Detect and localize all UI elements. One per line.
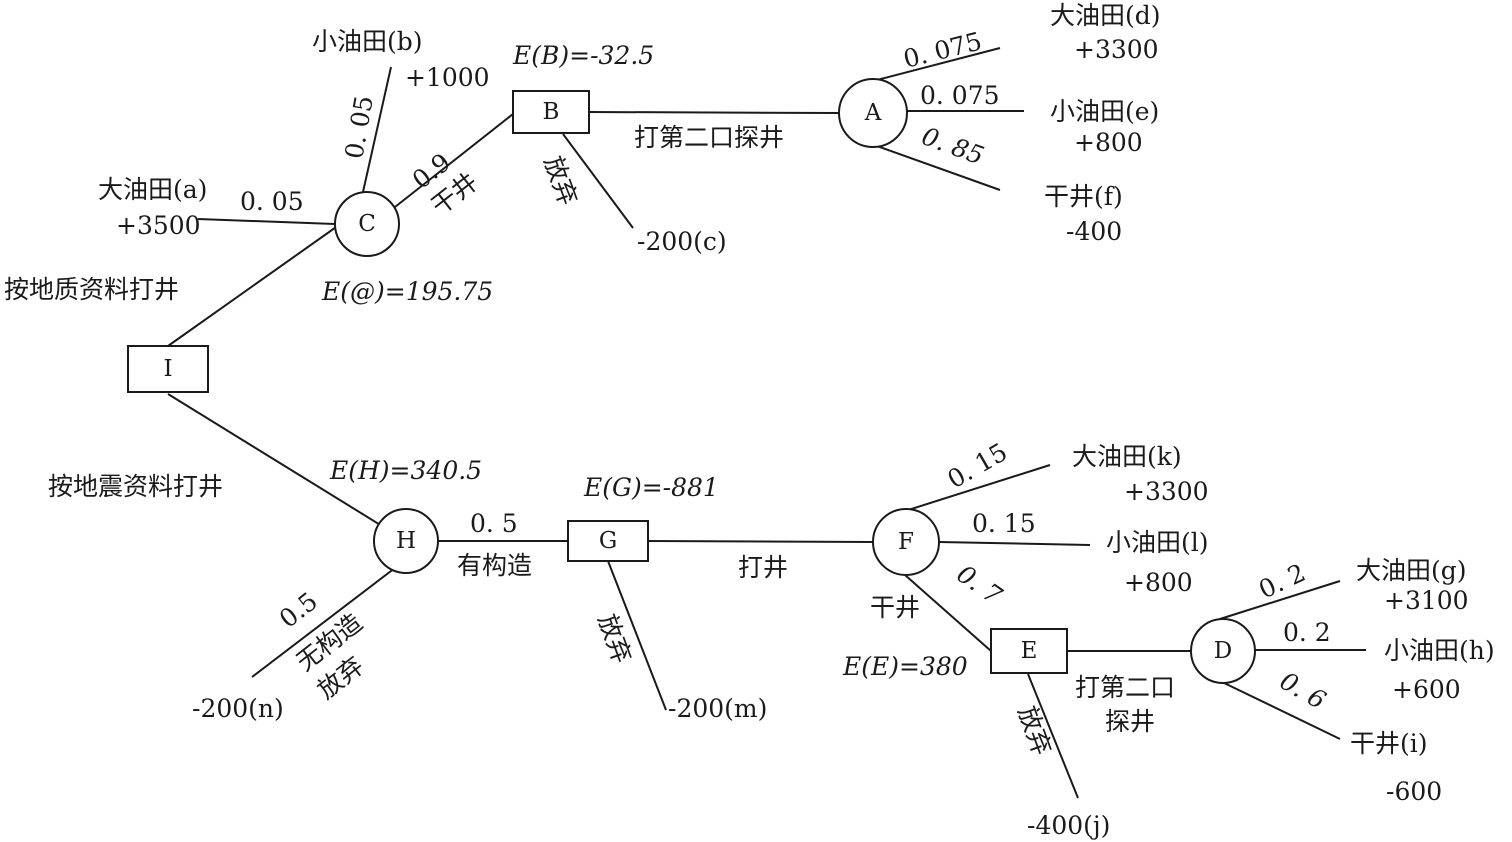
outcome-k-value: +3300 xyxy=(1124,477,1209,506)
prob-A-f: 0. 85 xyxy=(918,121,988,170)
ev-G: E(G)=-881 xyxy=(583,473,719,502)
prob-F-l: 0. 15 xyxy=(972,509,1036,538)
branch-C-B xyxy=(394,113,514,208)
branch-F-E xyxy=(904,574,992,652)
prob-C-a: 0. 05 xyxy=(240,187,304,216)
outcome-m: -200(m) xyxy=(668,694,767,723)
prob-A-e: 0. 075 xyxy=(920,81,1000,110)
label-second-well-A: 打第二口探井 xyxy=(634,123,784,152)
node-E-label: E xyxy=(1021,638,1038,664)
node-C: C xyxy=(334,191,400,257)
outcome-f-value: -400 xyxy=(1066,217,1122,246)
node-D: D xyxy=(1190,618,1256,684)
ev-E: E(E)=380 xyxy=(842,652,968,681)
outcome-a-name: 大油田(a) xyxy=(98,175,207,204)
node-F: F xyxy=(872,508,940,576)
node-G: G xyxy=(567,520,649,562)
branch-C-a xyxy=(197,218,336,225)
branch-I-H xyxy=(167,393,383,527)
prob-H-n: 0.5 xyxy=(274,586,323,633)
outcomes: 大油田(a) +3500 小油田(b) +1000 -200(c) 大油田(d)… xyxy=(98,1,1495,840)
branch-F-l xyxy=(938,541,1091,546)
branch-A-d xyxy=(876,47,1001,81)
prob-F-E: 0. 7 xyxy=(952,559,1008,610)
branch-B-c xyxy=(562,133,634,229)
ev-C: E(@)=195.75 xyxy=(321,277,493,306)
label-drill-F: 打井 xyxy=(738,553,788,582)
decision-nodes: I B G E xyxy=(127,90,1068,674)
outcome-b-name: 小油田(b) xyxy=(312,27,423,56)
probabilities: 0. 05 0. 05 0.9 0. 075 0. 075 0. 85 0. 5… xyxy=(240,26,1331,715)
branch-I-C xyxy=(167,224,340,347)
outcome-g-name: 大油田(g) xyxy=(1356,556,1467,585)
prob-H-G: 0. 5 xyxy=(470,509,518,538)
label-abandon-E: 放弃 xyxy=(1012,702,1056,759)
outcome-c: -200(c) xyxy=(637,227,727,256)
branch-D-g xyxy=(1219,580,1341,620)
ev-B: E(B)=-32.5 xyxy=(512,41,654,70)
branch-A-f xyxy=(876,145,1001,191)
outcome-d-value: +3300 xyxy=(1074,35,1159,64)
label-dry-F: 干井 xyxy=(870,593,920,622)
outcome-a-value: +3500 xyxy=(116,211,201,240)
label-structure: 有构造 xyxy=(457,551,532,580)
branch-E-j xyxy=(1027,673,1079,799)
prob-A-d: 0. 075 xyxy=(900,26,984,73)
prob-D-g: 0. 2 xyxy=(1254,558,1310,604)
node-G-label: G xyxy=(599,528,617,554)
outcome-g-value: +3100 xyxy=(1384,586,1469,615)
outcome-f-name: 干井(f) xyxy=(1044,182,1123,211)
prob-F-k: 0. 15 xyxy=(943,437,1013,494)
node-C-label: C xyxy=(358,211,376,237)
node-A: A xyxy=(838,78,908,148)
node-H-label: H xyxy=(396,528,416,554)
branch-G-F xyxy=(647,540,874,543)
node-B-label: B xyxy=(543,99,560,125)
outcome-l-name: 小油田(l) xyxy=(1106,528,1209,557)
node-B: B xyxy=(512,90,590,134)
node-I: I xyxy=(127,345,209,393)
node-F-label: F xyxy=(898,529,914,555)
node-E: E xyxy=(990,628,1068,674)
branch-F-k xyxy=(904,464,1051,512)
branch-B-A xyxy=(588,111,840,114)
outcome-i-value: -600 xyxy=(1386,777,1442,806)
outcome-i-name: 干井(i) xyxy=(1350,729,1428,758)
outcome-n: -200(n) xyxy=(192,694,284,723)
outcome-d-name: 大油田(d) xyxy=(1050,1,1161,30)
label-seismic: 按地震资料打井 xyxy=(48,472,223,501)
prob-D-h: 0. 2 xyxy=(1283,618,1331,647)
outcome-k-name: 大油田(k) xyxy=(1072,442,1182,471)
outcome-h-name: 小油田(h) xyxy=(1384,636,1495,665)
prob-D-i: 0. 6 xyxy=(1275,666,1331,715)
label-abandon-B: 放弃 xyxy=(538,152,582,209)
branch-D-i xyxy=(1219,680,1341,740)
node-D-label: D xyxy=(1214,638,1232,664)
label-second-well-D-1: 打第二口 xyxy=(1075,673,1175,702)
tree-branches xyxy=(167,47,1366,799)
branch-C-b xyxy=(362,66,392,193)
outcome-e-value: +800 xyxy=(1074,128,1143,157)
expected-values: E(@)=195.75 E(B)=-32.5 E(H)=340.5 E(G)=-… xyxy=(321,41,968,681)
label-second-well-D-2: 探井 xyxy=(1105,707,1155,736)
branch-G-m xyxy=(607,560,667,711)
outcome-h-value: +600 xyxy=(1392,675,1461,704)
node-I-label: I xyxy=(163,356,172,382)
chance-nodes: C A H F D xyxy=(334,78,1256,684)
branch-H-n xyxy=(251,567,396,678)
outcome-b-value: +1000 xyxy=(405,63,490,92)
outcome-j: -400(j) xyxy=(1027,811,1110,840)
outcome-l-value: +800 xyxy=(1124,568,1193,597)
label-geology: 按地质资料打井 xyxy=(4,275,179,304)
node-H: H xyxy=(373,508,439,574)
ev-H: E(H)=340.5 xyxy=(329,456,482,485)
node-A-label: A xyxy=(864,100,882,126)
outcome-e-name: 小油田(e) xyxy=(1050,97,1159,126)
